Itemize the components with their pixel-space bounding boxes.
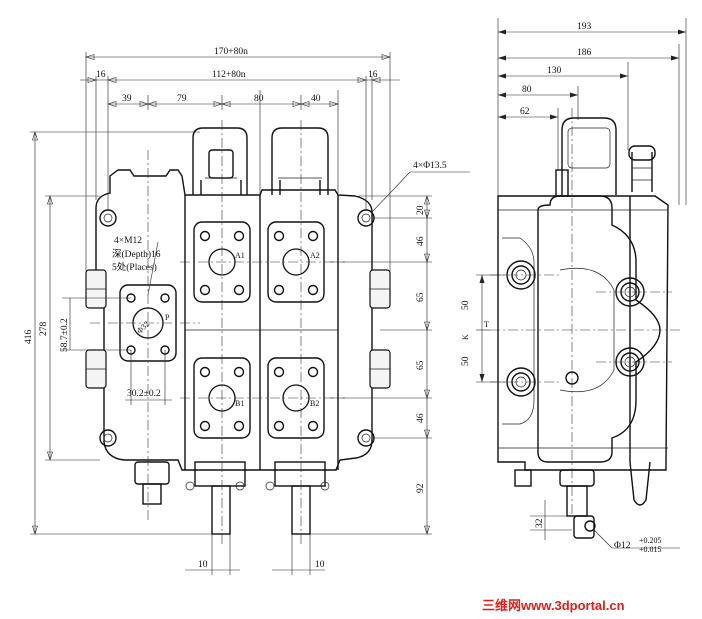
dim-50-bottom: 50 <box>461 356 471 366</box>
thread-note-leader <box>147 241 159 296</box>
dim-port-spacing: 30.2±0.2 <box>127 389 161 399</box>
dim-right-1: 20 <box>416 205 426 215</box>
label-t: T <box>484 320 489 329</box>
dim-right-3: 65 <box>416 292 426 302</box>
side-extension-lines <box>476 18 687 549</box>
dim-right-4: 65 <box>416 360 426 370</box>
dim-right-5: 46 <box>416 413 426 423</box>
dim-body-height: 278 <box>39 322 49 337</box>
dim-right-2: 46 <box>416 236 426 246</box>
side-body-outline <box>497 195 669 471</box>
vertical-dimensions <box>32 130 430 536</box>
side-view: 193 186 130 80 62 50 50 T K 32 Φ12 +0.20… <box>461 18 687 554</box>
dim-right-6: 92 <box>416 483 426 493</box>
dim-seg-3: 80 <box>254 94 264 104</box>
side-vertical-dimensions <box>476 275 546 540</box>
dim-186: 186 <box>577 48 592 58</box>
dim-seg-4: 40 <box>311 94 321 104</box>
port-label-a1: A1 <box>235 251 245 260</box>
bottom-fittings <box>134 461 330 535</box>
thread-note-line2: 深(Depth)16 <box>112 249 161 260</box>
handle-cap-right <box>271 127 329 195</box>
watermark-text: 三维网www.3dportal.cn <box>482 598 625 613</box>
mount-hole-note: 4×Φ13.5 <box>413 161 447 171</box>
thread-note-line3: 5处(Places) <box>112 261 157 273</box>
dim-edge-left: 16 <box>96 70 106 80</box>
side-bottom-fittings <box>514 461 651 539</box>
horizontal-dimensions <box>80 54 400 575</box>
dim-edge-right: 16 <box>368 70 378 80</box>
port-label-b1: B1 <box>235 399 244 408</box>
shaft-tol-upper: +0.205 <box>639 536 662 545</box>
dim-62: 62 <box>520 107 530 117</box>
side-horizontal-dimensions <box>498 29 686 120</box>
label-k: K <box>461 334 470 340</box>
thread-note-line1: 4×M12 <box>114 236 142 246</box>
side-plugs <box>85 269 391 389</box>
dim-50-top: 50 <box>461 300 471 310</box>
dim-spool-left: 10 <box>198 560 208 570</box>
dim-seg-1: 39 <box>122 94 132 104</box>
dim-193: 193 <box>577 22 592 32</box>
dim-130: 130 <box>547 66 562 76</box>
shaft-note: Φ12 <box>614 541 631 551</box>
side-handle <box>555 117 656 197</box>
dim-overall-width: 170+80n <box>214 47 248 57</box>
spool-cavity <box>537 195 661 463</box>
dim-80: 80 <box>522 85 532 95</box>
flange-bolt-holes <box>126 230 319 432</box>
port-label-p: P <box>165 313 170 322</box>
port-label-a2: A2 <box>310 251 320 260</box>
front-view: 170+80n 112+80n 16 16 39 79 80 40 416 27… <box>24 47 470 575</box>
dim-port-offset: 58.7±0.2 <box>60 318 70 352</box>
dim-seg-2: 79 <box>177 94 187 104</box>
shaft-tol-lower: +0.015 <box>639 545 662 554</box>
dim-32: 32 <box>535 518 545 528</box>
extension-lines <box>30 52 432 535</box>
handle-cap-left <box>192 127 248 195</box>
mount-hole-leader <box>371 171 411 213</box>
dim-spool-right: 10 <box>315 560 325 570</box>
valve-body-outline <box>95 169 373 471</box>
dim-inner-width: 112+80n <box>212 70 246 80</box>
port-label-b2: B2 <box>310 399 319 408</box>
dim-total-height: 416 <box>24 330 34 345</box>
